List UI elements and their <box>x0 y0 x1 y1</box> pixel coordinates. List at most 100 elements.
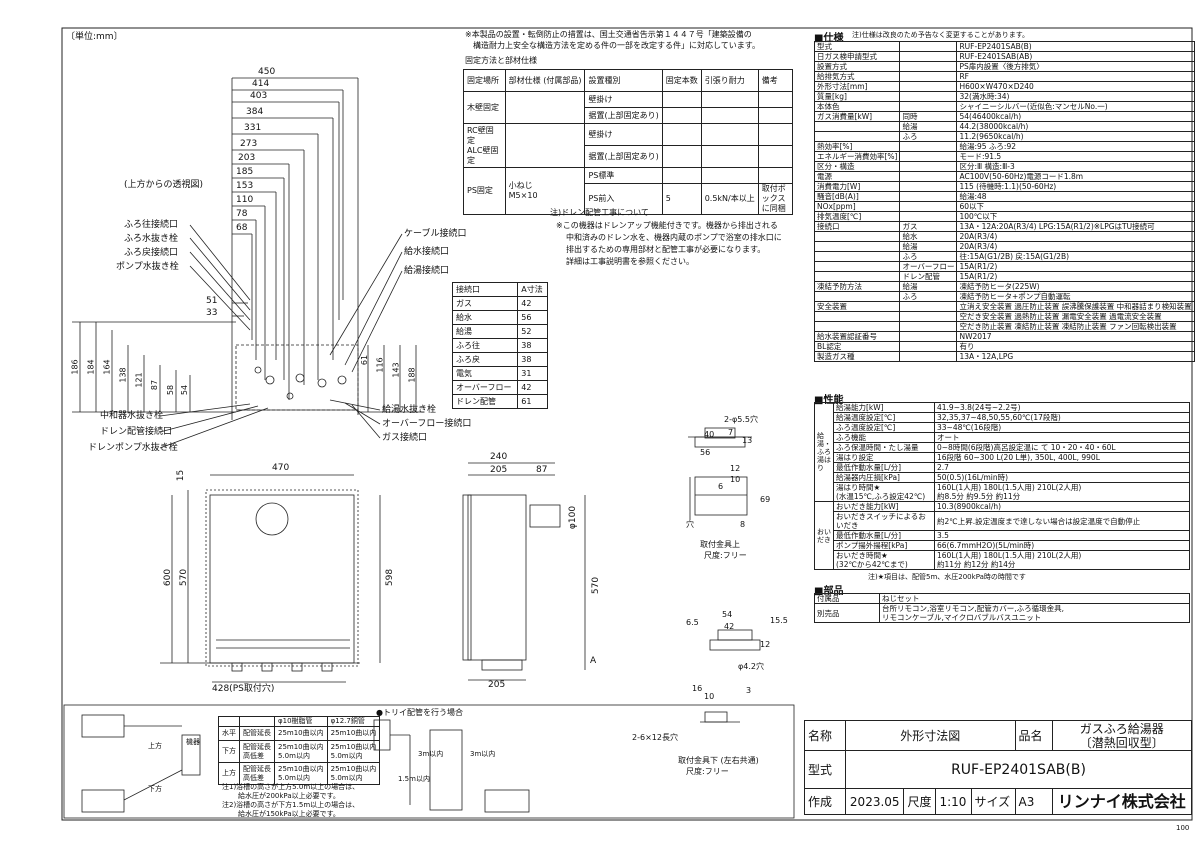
spec-label: 電源 <box>813 171 901 182</box>
fix-h-4: 引張り耐力 <box>700 69 759 92</box>
spec-value: 32(満水時:34) <box>956 91 1195 102</box>
fix-r5-c5: 取付ボックス に同梱 <box>757 183 794 215</box>
perf-value: 0~8時間(6段階)高呂設定温に て 10・20・40・60L <box>934 442 1190 453</box>
dim-top-12: 51 <box>206 296 218 306</box>
parts-r1-c0: 別売品 <box>814 603 880 623</box>
label-gas: ガス接続口 <box>382 433 428 443</box>
spec-sublabel <box>899 321 958 332</box>
bracket-top-caption: 取付金具上 <box>700 540 740 549</box>
bracket-top-hole: 2-φ5.5穴 <box>724 415 758 424</box>
bracket-top-d1: 6 <box>718 482 724 491</box>
front-height-570: 570 <box>179 568 190 587</box>
label-furo-out: ふろ往接続口 <box>124 220 179 230</box>
spec-sublabel: ふろ <box>899 291 958 302</box>
pipe-r2-c3: 25m10曲以内 5.0m以内 <box>326 762 381 785</box>
perf-label: おいだきスイッチによるおいだき <box>833 511 935 531</box>
perf-row: ふろ温度設定[℃]33~48℃(16段階) <box>815 422 1190 433</box>
spec-label: 騒音[dB(A)] <box>813 191 901 202</box>
spec-label: 安全装置 <box>813 301 901 312</box>
perf-row: おいだき時間★ (32℃から42℃まで)160L(1人用) 180L(1.5人用… <box>815 550 1190 570</box>
perf-table: 給湯・ふろ湯はり給湯能力[kW]41.9~3.8(24号~2.2号)給湯温度設定… <box>814 402 1190 570</box>
spec-value: 空だき防止装置 凍結防止装置 凍結防止装置 ファン回転検出装置 <box>956 321 1195 332</box>
perspective-label: (上方からの透視図) <box>124 180 204 190</box>
spec-value: 往:15A(G1/2B) 戻:15A(G1/2B) <box>956 251 1195 262</box>
spec-sublabel <box>899 91 958 102</box>
spec-row: NOx[ppm]60以下 <box>813 201 1195 212</box>
spec-row: 騒音[dB(A)]給湯:48 <box>813 191 1195 202</box>
dim-top-3: 384 <box>246 107 264 117</box>
dim-top-2: 403 <box>250 91 268 101</box>
bracket-top-t2: 10 <box>730 475 741 484</box>
vdim-6: 58 <box>166 384 176 396</box>
conn-a: 61 <box>517 394 548 409</box>
fix-r3-c2: 据置(上部固定あり) <box>584 145 663 168</box>
spec-row: 空だき安全装置 過熱防止装置 漏電安全装置 過電流安全装置 <box>813 311 1195 322</box>
vdim-0: 186 <box>70 359 80 375</box>
trap-h2: 3m以内 <box>418 750 444 758</box>
tb-product: ガスふろ給湯器 〔潜熱回収型〕 <box>1051 720 1193 751</box>
vdim-1: 184 <box>86 359 96 375</box>
spec-value: 20A(R3/4) <box>956 231 1195 242</box>
fix-h-3: 固定本数 <box>661 69 702 92</box>
spec-sublabel <box>899 181 958 192</box>
conn-name: 電気 <box>451 366 519 381</box>
perf-row: 給湯温度設定[℃]32,35,37~48,50,55,60℃(17段階) <box>815 412 1190 423</box>
parts-r0-c0: 付属品 <box>814 593 880 604</box>
spec-sublabel: ふろ <box>899 131 958 142</box>
perf-value: 32,35,37~48,50,55,60℃(17段階) <box>934 412 1190 423</box>
spec-value: 13A・12A,LPG <box>956 351 1195 362</box>
spec-value: 空だき安全装置 過熱防止装置 漏電安全装置 過電流安全装置 <box>956 311 1195 322</box>
perf-note: 注)★項目は、配管5m、水圧200kPa時の時間です <box>868 573 1026 581</box>
spec-label: 凍結予防方法 <box>813 281 901 292</box>
spec-sublabel <box>899 301 958 312</box>
spec-sublabel <box>899 71 958 82</box>
side-bottom: 205 <box>488 680 506 690</box>
label-drain-pump: ドレンポンプ水抜き栓 <box>88 443 178 453</box>
spec-sublabel: 給湯 <box>899 241 958 252</box>
spec-row: BL認定有り <box>813 341 1195 352</box>
fix-r2-c2: 壁掛け <box>584 123 663 146</box>
perf-value: 2.7 <box>934 462 1190 473</box>
pipe-r2-c1: 配管延長 高低差 <box>239 762 275 785</box>
spec-label: 給排気方式 <box>813 71 901 82</box>
conn-name: ふろ戻 <box>451 352 519 367</box>
fix-h-2: 設置種別 <box>584 69 663 92</box>
spec-sublabel: 給湯 <box>899 121 958 132</box>
front-height: 600 <box>163 568 174 587</box>
label-pump-drain: ポンプ水抜き栓 <box>116 262 179 272</box>
bracket-top-scale: 尺度:フリー <box>704 551 747 560</box>
conn-name: ガス <box>451 296 519 311</box>
perf-label: 給湯器内圧損[kPa] <box>833 472 935 483</box>
label-furo-return: ふろ戻接続口 <box>124 248 179 258</box>
fix-r4-c1: 小ねじ M5×10 <box>504 167 586 215</box>
bracket-top-h1: 7 <box>728 428 734 437</box>
spec-label: 消費電力[W] <box>813 181 901 192</box>
perf-label: 給湯温度設定[℃] <box>833 412 935 423</box>
spec-sublabel <box>899 351 958 362</box>
perf-title: ■性能 <box>814 395 844 406</box>
fix-r0-c2: 壁掛け <box>584 91 663 108</box>
perf-value: 66(6.7mmH2O)(5L/min時) <box>934 540 1190 551</box>
spec-label: 型式 <box>813 41 901 52</box>
fix-r4-c0: PS固定 <box>463 167 506 215</box>
dim-top-7: 185 <box>236 167 254 177</box>
conn-h-1: A寸法 <box>517 282 548 297</box>
spec-label: 熱効率[%] <box>813 141 901 152</box>
label-drain-pipe: ドレン配管接続口 <box>100 427 173 437</box>
perf-label: 湯はり時間★ (水温15℃,ふろ設定42℃) <box>833 482 935 502</box>
spec-sublabel <box>899 151 958 162</box>
notice-line-1: ※本製品の設置・転倒防止の措置は、国土交通省告示第１４４７号「建築設備の <box>465 30 752 39</box>
unit-label: 〔単位:mm〕 <box>66 32 123 42</box>
notice-line-2: 構造耐力上安全な構造方法を定める件の一部を改定する件」に対応しています。 <box>473 41 760 50</box>
tb-name-label: 名称 <box>804 720 846 751</box>
spec-value: 115 (待機時:1.1)(50-60Hz) <box>956 181 1195 192</box>
tb-name: 外形寸法図 <box>845 720 1016 751</box>
